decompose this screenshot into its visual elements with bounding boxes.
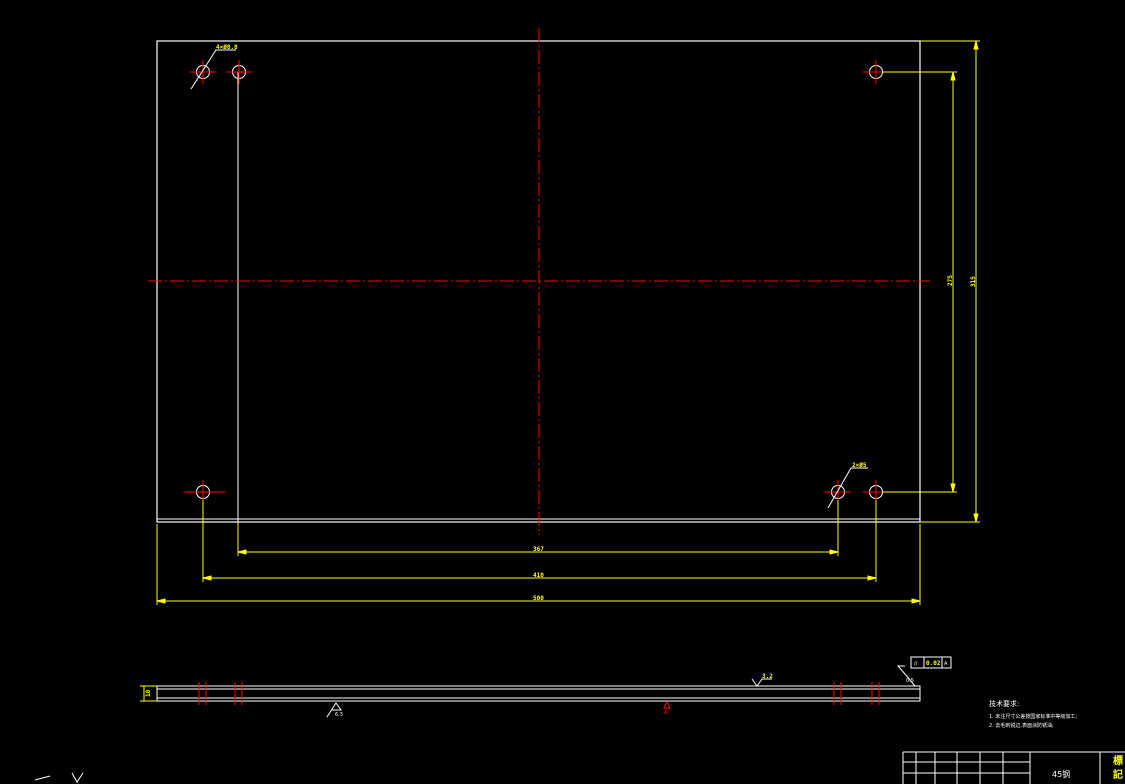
roughness-symbol-bottom bbox=[326, 702, 342, 718]
dim-height-overall bbox=[920, 40, 980, 523]
dim-length-middle bbox=[202, 500, 877, 582]
dim-height-overall-label: 315 bbox=[970, 276, 977, 287]
hole-top-left-1 bbox=[190, 60, 216, 84]
side-view-thickness-dim bbox=[140, 685, 157, 702]
dim-length-overall bbox=[156, 524, 921, 605]
tolerance-value: 0.02 bbox=[926, 660, 941, 667]
title-block bbox=[902, 751, 1125, 784]
dim-length-middle-label: 410 bbox=[533, 572, 544, 579]
notes-line-2: 2. 去毛刺锐边,表面涂防锈油; bbox=[989, 722, 1054, 729]
dim-height-inner-label: 275 bbox=[947, 275, 954, 286]
dim-length-inner bbox=[237, 500, 839, 556]
roughness-top-label: 3.2 bbox=[762, 673, 773, 680]
hole-bottom-left bbox=[184, 480, 226, 504]
hole-spec-top-left: 4×Ø8.8 bbox=[216, 44, 238, 51]
notes-heading: 技术要求: bbox=[989, 699, 1019, 708]
chamfer-label: 0.5 bbox=[906, 678, 914, 684]
hole-spec-bottom-right: 2×Ø5 bbox=[852, 462, 867, 469]
tolerance-frame bbox=[910, 656, 952, 669]
technical-notes: 技术要求: 1. 未注尺寸公差按国家标准中等级加工; 2. 去毛刺锐边,表面涂防… bbox=[989, 699, 1077, 729]
tolerance-symbol: // bbox=[914, 661, 918, 667]
dim-height-inner bbox=[882, 71, 957, 493]
hole-callout-top-left: 4×Ø8.8 bbox=[190, 44, 238, 90]
centerlines bbox=[148, 28, 930, 535]
roughness-symbol-top bbox=[751, 678, 772, 687]
side-view-hole-lines bbox=[198, 682, 880, 705]
side-view-plate bbox=[156, 685, 921, 702]
title-side-label-1: 標 bbox=[1113, 754, 1123, 767]
hole-callout-bottom-right: 2×Ø5 bbox=[827, 462, 868, 509]
chamfer-callout bbox=[896, 665, 916, 687]
hole-top-left-2 bbox=[226, 60, 252, 84]
svg-text:A: A bbox=[664, 709, 669, 716]
datum-symbol: A bbox=[663, 700, 671, 716]
dim-length-overall-label: 500 bbox=[533, 595, 544, 602]
ucs-icon bbox=[34, 772, 84, 783]
roughness-bottom-label: 6.3 bbox=[335, 712, 343, 718]
material-label: 45钢 bbox=[1052, 769, 1070, 779]
tolerance-datum: A bbox=[944, 661, 948, 667]
dim-length-inner-label: 367 bbox=[533, 546, 544, 553]
title-side-label-2: 記 bbox=[1113, 768, 1123, 781]
thickness-label: 10 bbox=[145, 689, 152, 697]
notes-line-1: 1. 未注尺寸公差按国家标准中等级加工; bbox=[989, 713, 1077, 720]
